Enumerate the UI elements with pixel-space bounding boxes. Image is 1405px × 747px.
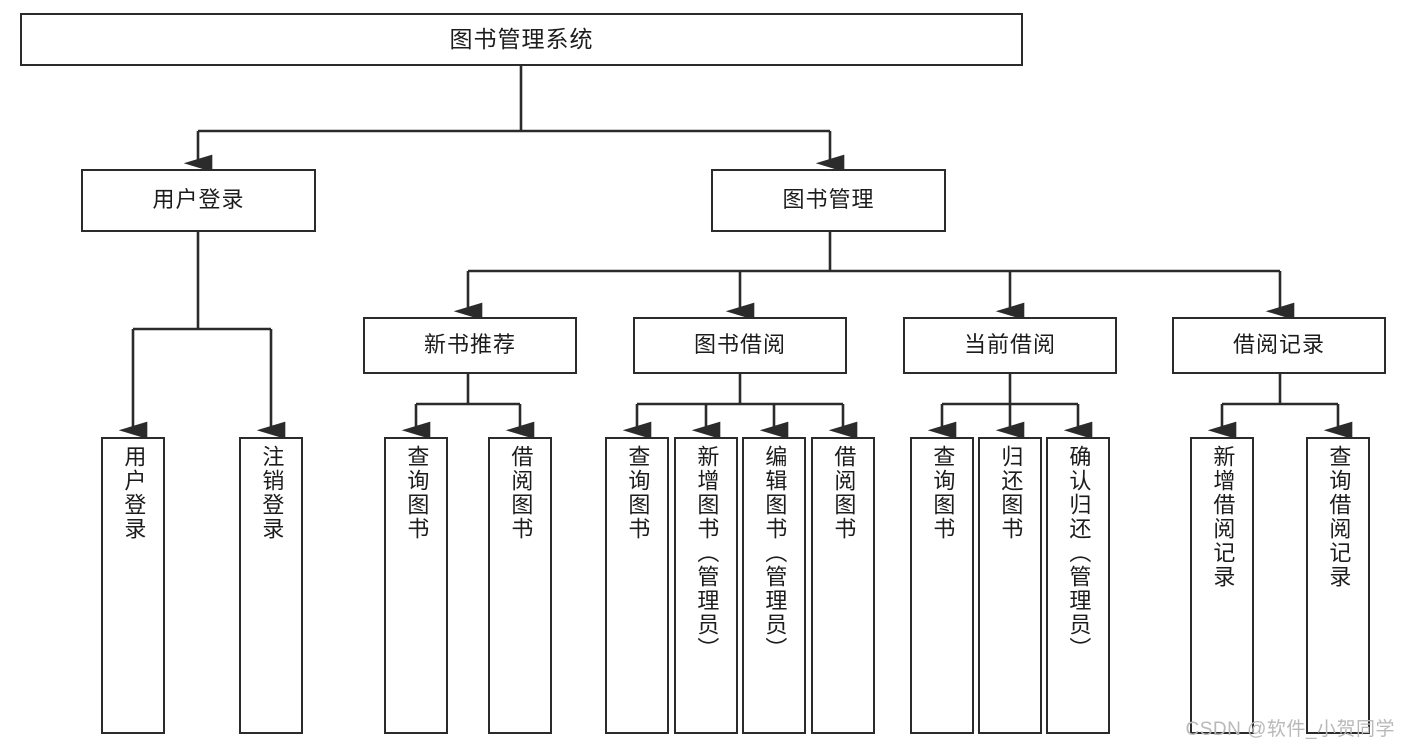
node-label: 新增借阅记录 (1210, 445, 1236, 589)
node-label: 用户登录 (121, 445, 147, 541)
node-label: 图书管理系统 (449, 26, 594, 53)
node-label: 查询图书 (625, 445, 651, 541)
node-book-borrow[interactable]: 图书借阅 (633, 317, 847, 374)
node-root-system[interactable]: 图书管理系统 (20, 13, 1023, 66)
node-label: 查询借阅记录 (1326, 445, 1352, 589)
node-current-borrow[interactable]: 当前借阅 (903, 317, 1117, 374)
leaf-book-borrow-add[interactable]: 新增图书（管理员） (674, 437, 738, 734)
leaf-book-borrow-edit[interactable]: 编辑图书（管理员） (742, 437, 806, 734)
leaf-current-borrow-confirm-return[interactable]: 确认归还（管理员） (1046, 437, 1110, 734)
node-user-login[interactable]: 用户登录 (81, 169, 316, 232)
leaf-user-login-logout[interactable]: 注销登录 (239, 437, 303, 734)
node-label: 借阅记录 (1232, 332, 1325, 358)
leaf-book-borrow-borrow[interactable]: 借阅图书 (811, 437, 875, 734)
node-label: 归还图书 (998, 445, 1024, 541)
node-label: 查询图书 (930, 445, 956, 541)
node-label: 编辑图书（管理员） (762, 445, 788, 661)
node-label: 图书借阅 (693, 332, 786, 358)
leaf-borrow-records-query[interactable]: 查询借阅记录 (1306, 437, 1370, 734)
node-label: 新书推荐 (423, 332, 516, 358)
node-label: 图书管理 (782, 187, 875, 213)
node-label: 新增图书（管理员） (694, 445, 720, 661)
node-label: 借阅图书 (831, 445, 857, 541)
node-label: 查询图书 (404, 445, 430, 541)
node-label: 当前借阅 (963, 332, 1056, 358)
leaf-current-borrow-return[interactable]: 归还图书 (978, 437, 1042, 734)
leaf-user-login-login[interactable]: 用户登录 (101, 437, 165, 734)
leaf-borrow-records-add[interactable]: 新增借阅记录 (1190, 437, 1254, 734)
node-label: 用户登录 (152, 187, 245, 213)
watermark: CSDN @软件_小贺同学 (1185, 719, 1395, 740)
leaf-current-borrow-query[interactable]: 查询图书 (910, 437, 974, 734)
node-label: 借阅图书 (508, 445, 534, 541)
leaf-new-book-borrow[interactable]: 借阅图书 (488, 437, 552, 734)
node-borrow-records[interactable]: 借阅记录 (1172, 317, 1386, 374)
leaf-new-book-query[interactable]: 查询图书 (384, 437, 448, 734)
node-label: 注销登录 (259, 445, 285, 541)
node-book-management[interactable]: 图书管理 (711, 169, 946, 232)
leaf-book-borrow-query[interactable]: 查询图书 (605, 437, 669, 734)
node-new-book-recommend[interactable]: 新书推荐 (363, 317, 577, 374)
node-label: 确认归还（管理员） (1066, 445, 1092, 661)
